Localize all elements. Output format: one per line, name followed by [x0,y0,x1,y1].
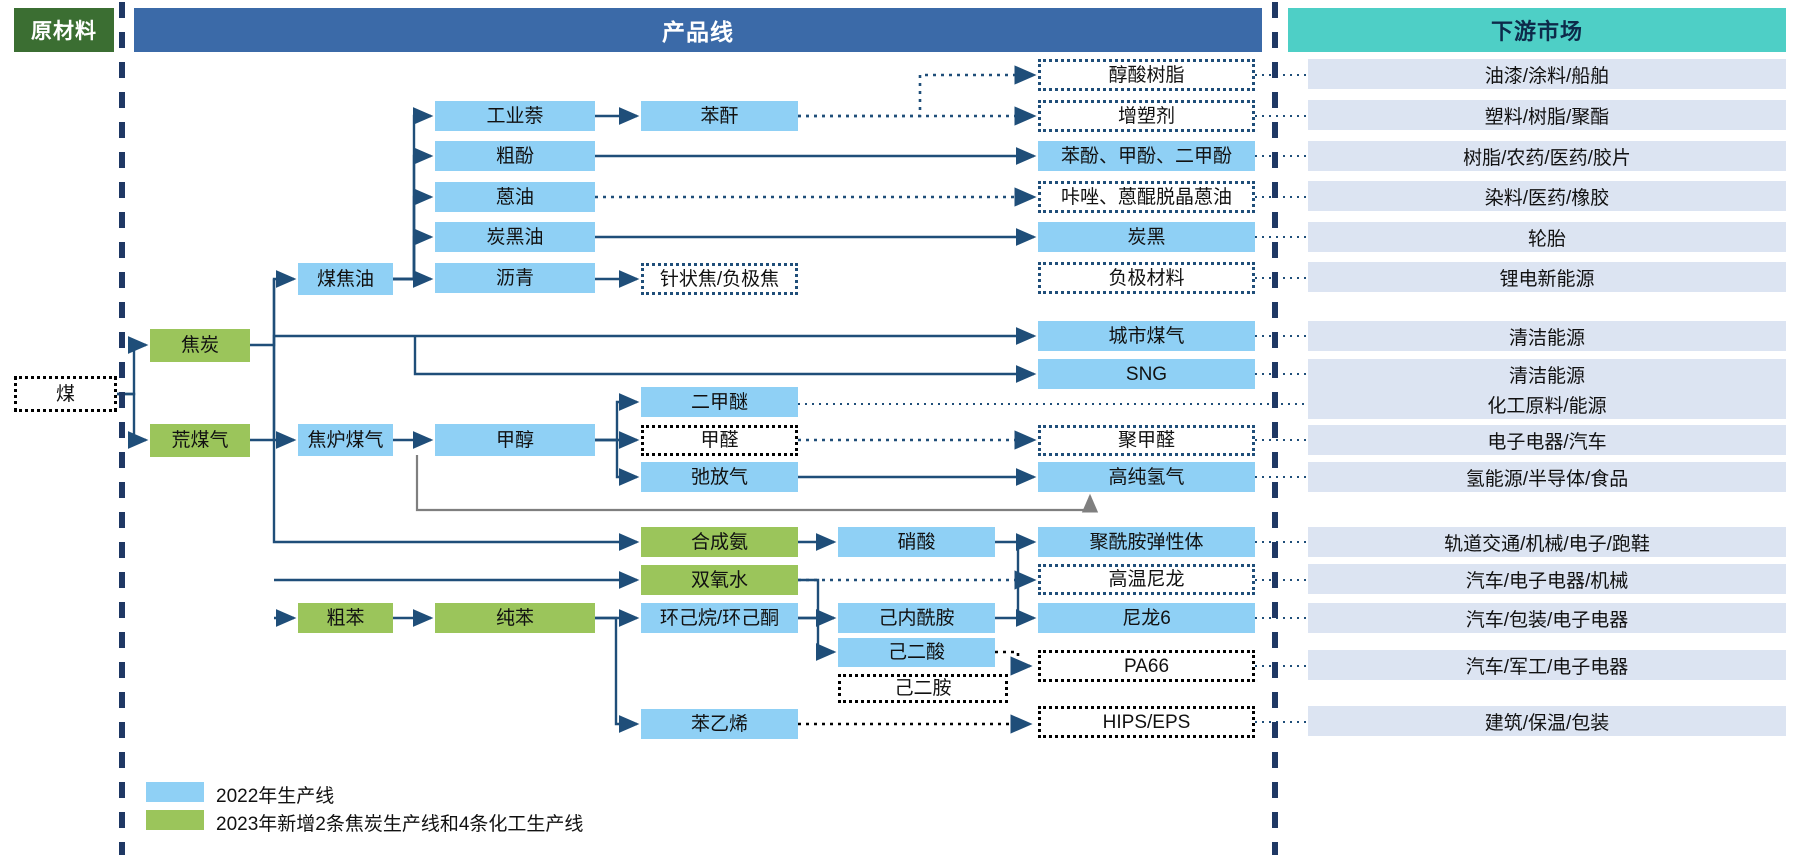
node-dme[interactable]: 二甲醚 [641,387,798,417]
node-carbon-black[interactable]: 炭黑 [1038,222,1255,252]
market-cell-clean-energy-2[interactable]: 清洁能源 [1308,359,1786,389]
market-cell-electronics-auto[interactable]: 电子电器/汽车 [1308,425,1786,455]
node-cyclohexane[interactable]: 环己烷/环己酮 [641,603,798,633]
node-hips-eps[interactable]: HIPS/EPS [1038,706,1255,738]
node-coal-tar[interactable]: 煤焦油 [298,263,393,295]
market-cell-auto-military[interactable]: 汽车/军工/电子电器 [1308,650,1786,680]
node-carbon-black-oil[interactable]: 炭黑油 [435,222,595,252]
legend-swatch-2022 [146,782,204,802]
market-cell-resin-pesticide[interactable]: 树脂/农药/医药/胶片 [1308,141,1786,171]
market-cell-chemical-raw[interactable]: 化工原料/能源 [1308,389,1786,419]
banner-product-line: 产品线 [134,8,1262,52]
node-coal[interactable]: 煤 [14,376,117,412]
node-city-gas[interactable]: 城市煤气 [1038,321,1255,351]
node-anthracene-oil[interactable]: 蒽油 [435,182,595,212]
market-cell-lithium[interactable]: 锂电新能源 [1308,262,1786,292]
market-cell-construction[interactable]: 建筑/保温/包装 [1308,706,1786,736]
legend-label-2023: 2023年新增2条焦炭生产线和4条化工生产线 [216,814,584,835]
node-needle-coke[interactable]: 针状焦/负极焦 [641,263,798,295]
market-cell-tire[interactable]: 轮胎 [1308,222,1786,252]
node-hexanediamine[interactable]: 己二胺 [838,674,1008,703]
node-pa66[interactable]: PA66 [1038,650,1255,682]
node-synthetic-ammonia[interactable]: 合成氨 [641,527,798,557]
node-high-temp-nylon[interactable]: 高温尼龙 [1038,564,1255,595]
node-methanol[interactable]: 甲醇 [435,424,595,456]
node-coke-oven-gas[interactable]: 焦炉煤气 [298,424,393,456]
node-crude-phenol[interactable]: 粗酚 [435,141,595,171]
node-polyoxymethylene[interactable]: 聚甲醛 [1038,425,1255,456]
market-cell-auto-packaging[interactable]: 汽车/包装/电子电器 [1308,603,1786,633]
node-purge-gas[interactable]: 弛放气 [641,462,798,492]
market-cell-auto-electronics[interactable]: 汽车/电子电器/机械 [1308,564,1786,594]
banner-raw-material: 原材料 [14,8,114,52]
market-cell-paint[interactable]: 油漆/涂料/船舶 [1308,59,1786,89]
node-phenols[interactable]: 苯酚、甲酚、二甲酚 [1038,141,1255,171]
banner-downstream-market: 下游市场 [1288,8,1786,52]
node-caprolactam[interactable]: 己内酰胺 [838,603,995,633]
node-pitch[interactable]: 沥青 [435,263,595,293]
node-plasticizer[interactable]: 增塑剂 [1038,100,1255,132]
market-cell-hydrogen-semi[interactable]: 氢能源/半导体/食品 [1308,462,1786,492]
market-cell-rail-machinery[interactable]: 轨道交通/机械/电子/跑鞋 [1308,527,1786,557]
node-high-purity-hydrogen[interactable]: 高纯氢气 [1038,462,1255,492]
node-carbazole[interactable]: 咔唑、蒽醌脱晶蒽油 [1038,181,1255,213]
node-anode-material[interactable]: 负极材料 [1038,262,1255,294]
market-cell-clean-energy-1[interactable]: 清洁能源 [1308,321,1786,351]
node-alkyd-resin[interactable]: 醇酸树脂 [1038,59,1255,91]
node-polyamide-elastomer[interactable]: 聚酰胺弹性体 [1038,527,1255,557]
node-styrene[interactable]: 苯乙烯 [641,709,798,739]
node-sng[interactable]: SNG [1038,359,1255,389]
legend-label-2022: 2022年生产线 [216,786,335,807]
node-nylon-6[interactable]: 尼龙6 [1038,603,1255,633]
market-cell-dye[interactable]: 染料/医药/橡胶 [1308,181,1786,211]
legend-swatch-2023 [146,810,204,830]
node-pure-benzene[interactable]: 纯苯 [435,603,595,633]
node-crude-benzene[interactable]: 粗苯 [298,603,393,633]
node-hydrogen-peroxide[interactable]: 双氧水 [641,565,798,595]
market-cell-plastic[interactable]: 塑料/树脂/聚酯 [1308,100,1786,130]
node-formaldehyde[interactable]: 甲醛 [641,425,798,456]
node-rawgas[interactable]: 荒煤气 [150,424,250,457]
node-industrial-naphthalene[interactable]: 工业萘 [435,101,595,131]
node-coke[interactable]: 焦炭 [150,329,250,362]
node-phthalic-anhydride[interactable]: 苯酐 [641,101,798,131]
node-nitric-acid[interactable]: 硝酸 [838,527,995,557]
node-adipic-acid[interactable]: 己二酸 [838,638,995,667]
